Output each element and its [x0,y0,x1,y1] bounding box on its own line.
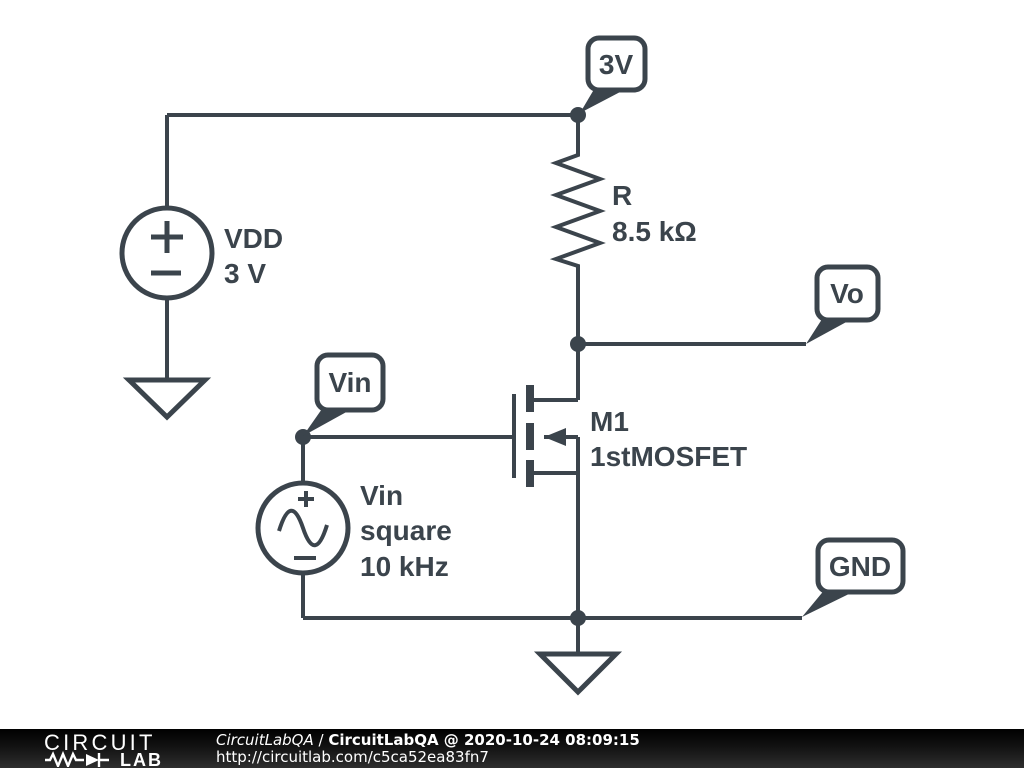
node-dot [570,336,586,352]
net-label-text: Vin [328,367,371,398]
footer-separator: / [313,730,329,749]
net-label-vo: Vo [806,264,881,344]
net-label-text: GND [829,551,891,582]
vin-source: Vin square 10 kHz [255,480,452,582]
callout-pointer [580,86,622,113]
mosfet-body-arrow-icon [544,428,566,446]
callout-pointer [806,316,850,344]
circuitlab-logo: CIRCUIT LAB [44,731,163,767]
voltage-source-icon [119,205,215,301]
resistor-name-label: R [612,180,632,211]
net-label-text: 3V [599,49,634,80]
net-label-vin: Vin [303,352,386,436]
mosfet-model-label: 1stMOSFET [590,441,747,472]
callout-pointer [802,588,853,617]
sine-wave-icon [277,508,329,548]
diode-icon [86,753,99,766]
footer-bar: CIRCUIT LAB CircuitLabQA / CircuitLabQA … [0,729,1024,768]
plus-icon [151,221,183,253]
net-label-text: Vo [830,278,864,309]
callout-box [814,264,881,323]
ground-symbol-icon [122,377,212,421]
signal-source-icon [255,480,351,576]
logo-text-lab: LAB [120,750,163,767]
mosfet-name-label: M1 [590,406,629,437]
vin-frequency-label: 10 kHz [360,551,449,582]
mosfet-channel-segment [526,460,534,487]
callout-pointer [303,406,350,436]
plus-icon [298,491,314,507]
footer-title-line: CircuitLabQA / CircuitLabQA @ 2020-10-24… [216,730,640,749]
mosfet-channel-segment [526,385,534,412]
vdd-source: VDD 3 V [119,115,283,421]
resistor-value-label: 8.5 kΩ [612,216,697,247]
resistor-icon [549,115,606,344]
footer-title: CircuitLabQA @ 2020-10-24 08:09:15 [328,730,640,749]
vin-name-label: Vin [360,480,403,511]
net-label-gnd: GND [802,537,906,617]
callout-box [815,537,906,595]
net-label-3v: 3V [580,35,648,113]
footer-attribution: CircuitLabQA / CircuitLabQA @ 2020-10-24… [216,730,640,766]
footer-author: CircuitLabQA [216,730,314,749]
mosfet: M1 1stMOSFET [512,385,747,487]
vdd-value-label: 3 V [224,258,266,289]
vin-waveform-label: square [360,515,452,546]
logo-text-circuit: CIRCUIT [44,731,156,755]
resistor-diode-icon [45,750,109,767]
resistor: R 8.5 kΩ [549,115,697,344]
footer-url: http://circuitlab.com/c5ca52ea83fn7 [216,747,489,766]
callout-box [314,352,386,413]
vdd-name-label: VDD [224,223,283,254]
node-dot [570,610,586,626]
schematic-canvas: VDD 3 V R 8.5 kΩ M1 1stMOSFET [119,35,906,696]
callout-box [585,35,648,93]
mosfet-channel-segment [526,423,534,450]
ground-symbol-icon [533,651,623,696]
